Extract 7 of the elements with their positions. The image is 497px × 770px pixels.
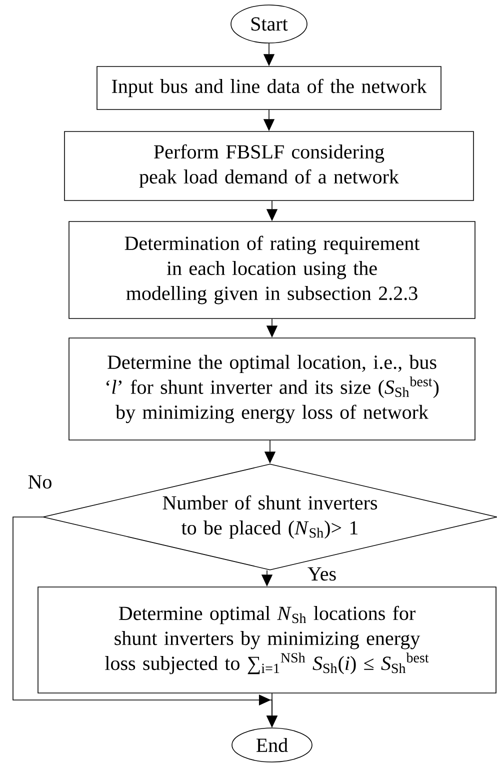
process-box: Determine optimal N$_{Sh}$ locations for shunt inverters by minimizing energy loss subjected to ∑$_{i=1}$$^{NSh}$ S$_{Sh}$(i) ≤ S$_{Sh}$best — [38, 586, 496, 694]
process-box: Determine the optimal location, i.e., bus ‘l’ for shunt inverter and its size (S$_{Sh}$$^{best}$) by minimizing energy loss of network — [68, 338, 476, 440]
process-box: Determination of rating requirement in each location using the modelling given in subsection 2.2.3 — [68, 221, 476, 319]
process-box: Input bus and line data of the network — [96, 66, 442, 110]
process-box: Perform FBSLF considering peak load demand of a network — [64, 131, 474, 201]
start-terminal: Start — [230, 4, 308, 44]
end-terminal: End — [232, 728, 312, 762]
